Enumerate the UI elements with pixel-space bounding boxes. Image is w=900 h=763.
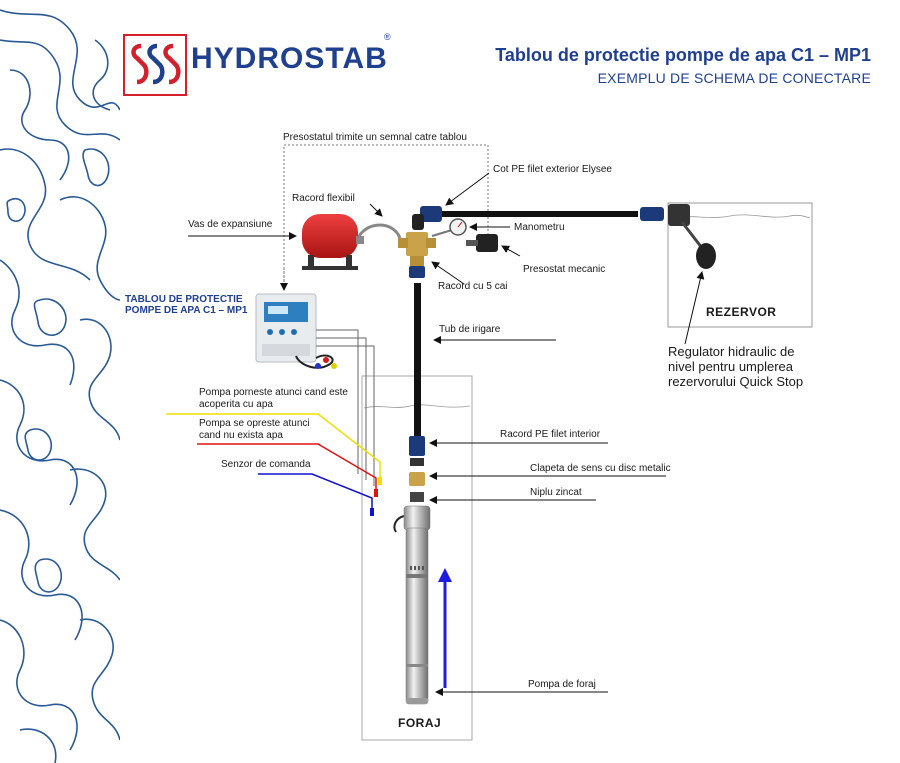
- elbow-fitting-icon: [412, 206, 442, 230]
- manometer-icon: [431, 218, 467, 237]
- nipple-fitting-small: [410, 458, 424, 466]
- tank-box: [667, 202, 813, 328]
- pipe-vertical: [414, 283, 421, 438]
- label-nipple: Niplu zincat: [530, 487, 582, 498]
- zinc-nipple-icon: [410, 492, 424, 502]
- submersible-pump-icon: [393, 505, 431, 705]
- signal-line: [283, 144, 489, 285]
- brand-name: HYDROSTAB: [191, 42, 388, 75]
- control-panel-icon: [255, 293, 337, 369]
- label-check-valve: Clapeta de sens cu disc metalic: [530, 463, 671, 474]
- pressure-switch-icon: [466, 234, 498, 252]
- pe-fitting-icon: [409, 436, 425, 456]
- label-panel-line2: POMPE DE APA C1 – MP1: [125, 305, 248, 316]
- label-pressure-signal: Presostatul trimite un semnal catre tabl…: [283, 132, 467, 143]
- label-pump-starts: Pompa porneste atunci cand este acoperit…: [199, 387, 348, 410]
- label-panel-line1: TABLOU DE PROTECTIE: [125, 294, 243, 305]
- label-irrigation-tube: Tub de irigare: [439, 324, 501, 335]
- label-regulator: Regulator hidraulic de nivel pentru umpl…: [668, 344, 804, 389]
- page-subtitle: EXEMPLU DE SCHEMA DE CONECTARE: [597, 70, 871, 86]
- page-title: Tablou de protectie pompe de apa C1 – MP…: [495, 45, 871, 65]
- label-pressure-switch: Presostat mecanic: [523, 264, 606, 275]
- pipe-horizontal: [440, 211, 638, 217]
- label-elbow: Cot PE filet exterior Elysee: [493, 164, 612, 175]
- wire-red: [197, 443, 377, 490]
- label-control-sensor: Senzor de comanda: [221, 459, 311, 470]
- wire-blue: [258, 473, 373, 510]
- contour-pattern-icon: [0, 9, 120, 763]
- wire-yellow: [166, 413, 381, 478]
- label-tank: REZERVOR: [706, 305, 777, 319]
- label-well-pump: Pompa de foraj: [528, 679, 596, 690]
- flow-arrow-icon: [438, 568, 452, 688]
- expansion-vessel-icon: [302, 214, 364, 270]
- label-expansion-vessel: Vas de expansiune: [188, 219, 273, 230]
- check-valve-icon: [409, 472, 425, 486]
- label-flex-fitting: Racord flexibil: [292, 193, 355, 204]
- label-well: FORAJ: [398, 716, 442, 730]
- label-pump-stops: Pompa se opreste atunci cand nu exista a…: [199, 418, 310, 441]
- five-way-fitting-icon: [398, 232, 436, 278]
- registered-mark: ®: [384, 32, 391, 42]
- label-five-way: Racord cu 5 cai: [438, 281, 508, 292]
- label-manometer: Manometru: [514, 222, 565, 233]
- float-valve-icon: [668, 204, 716, 269]
- label-pe-fitting: Racord PE filet interior: [500, 429, 601, 440]
- hydrostab-logo-icon: [123, 34, 187, 96]
